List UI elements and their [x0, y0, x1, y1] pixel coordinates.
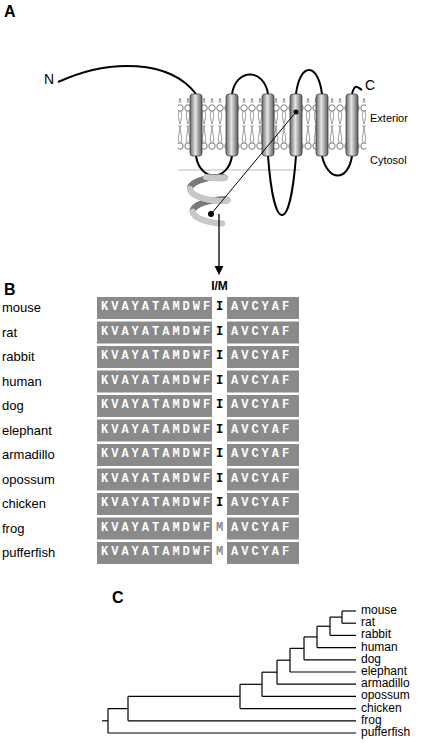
species-name: opossum — [2, 472, 55, 486]
tree-leaf-name: rabbit — [361, 629, 391, 642]
sequence-residues: A V C Y A F — [231, 497, 289, 510]
leader-line — [212, 112, 296, 213]
residue-dot — [294, 110, 299, 115]
tree-leaf-name: chicken — [361, 702, 402, 715]
tree-leaf-name: pufferfish — [361, 726, 410, 739]
tree-leaf-name: human — [361, 641, 398, 654]
transmembrane-helices — [190, 94, 358, 156]
phylogenetic-tree — [102, 611, 356, 733]
variable-residue: I — [216, 448, 223, 461]
tree-leaf-name: frog — [361, 714, 382, 727]
species-name: armadillo — [2, 448, 55, 462]
tree-leaf-name: dog — [361, 653, 381, 666]
sequence-residues: K V A Y A T A M D W F — [101, 546, 210, 559]
tree-leaf-name: armadillo — [361, 678, 410, 691]
sequence-residues: A V C Y A F — [231, 301, 289, 314]
variable-residue: I — [216, 424, 223, 437]
sequence-residues: K V A Y A T A M D W F — [101, 497, 210, 510]
sequence-residues: A V C Y A F — [231, 375, 289, 388]
residue-dot — [208, 211, 214, 217]
sequence-residues: A V C Y A F — [231, 546, 289, 559]
side-label: Exterior — [370, 112, 408, 124]
sequence-residues: K V A Y A T A M D W F — [101, 375, 210, 388]
variable-residue: I — [216, 326, 223, 339]
sequence-residues: A V C Y A F — [231, 326, 289, 339]
sequence-residues: A V C Y A F — [231, 424, 289, 437]
species-name: frog — [2, 521, 24, 535]
species-name: human — [2, 374, 42, 388]
species-name: dog — [2, 399, 24, 413]
terminus-label: C — [365, 78, 375, 93]
sequence-residues: K V A Y A T A M D W F — [101, 448, 210, 461]
helix-ribbon — [190, 177, 227, 224]
panel-letter: B — [4, 281, 16, 299]
variable-residue: I — [216, 350, 223, 363]
species-name: rabbit — [2, 350, 35, 364]
panel-letter: C — [112, 589, 124, 607]
tree-leaf-name: rat — [361, 617, 375, 630]
variable-residue: I — [216, 497, 223, 510]
variable-residue: M — [216, 522, 223, 535]
sequence-residues: A V C Y A F — [231, 350, 289, 363]
panel-letter: A — [4, 3, 16, 21]
sequence-residues: K V A Y A T A M D W F — [101, 424, 210, 437]
sequence-residues: K V A Y A T A M D W F — [101, 399, 210, 412]
sequence-residues: K V A Y A T A M D W F — [101, 326, 210, 339]
variable-residue: I — [216, 375, 223, 388]
variable-residue: I — [216, 301, 223, 314]
sequence-residues: A V C Y A F — [231, 399, 289, 412]
sequence-residues: A V C Y A F — [231, 448, 289, 461]
residue-label: I/M — [211, 280, 228, 293]
tree-leaf-name: opossum — [361, 690, 410, 703]
species-name: elephant — [2, 423, 52, 437]
variable-residue: I — [216, 399, 223, 412]
sequence-residues: A V C Y A F — [231, 473, 289, 486]
variable-residue: M — [216, 546, 223, 559]
species-name: pufferfish — [2, 546, 55, 560]
sequence-residues: K V A Y A T A M D W F — [101, 350, 210, 363]
sequence-residues: K V A Y A T A M D W F — [101, 301, 210, 314]
terminus-label: N — [44, 72, 54, 87]
cytosol-line — [178, 170, 300, 171]
variable-residue: I — [216, 473, 223, 486]
species-name: rat — [2, 325, 17, 339]
side-label: Cytosol — [370, 154, 407, 166]
sequence-residues: K V A Y A T A M D W F — [101, 473, 210, 486]
pointer-arrow — [218, 214, 219, 274]
species-name: mouse — [2, 301, 41, 315]
loops — [58, 66, 362, 215]
species-name: chicken — [2, 497, 46, 511]
alignment-shading — [97, 297, 299, 564]
sequence-residues: K V A Y A T A M D W F — [101, 522, 210, 535]
sequence-residues: A V C Y A F — [231, 522, 289, 535]
